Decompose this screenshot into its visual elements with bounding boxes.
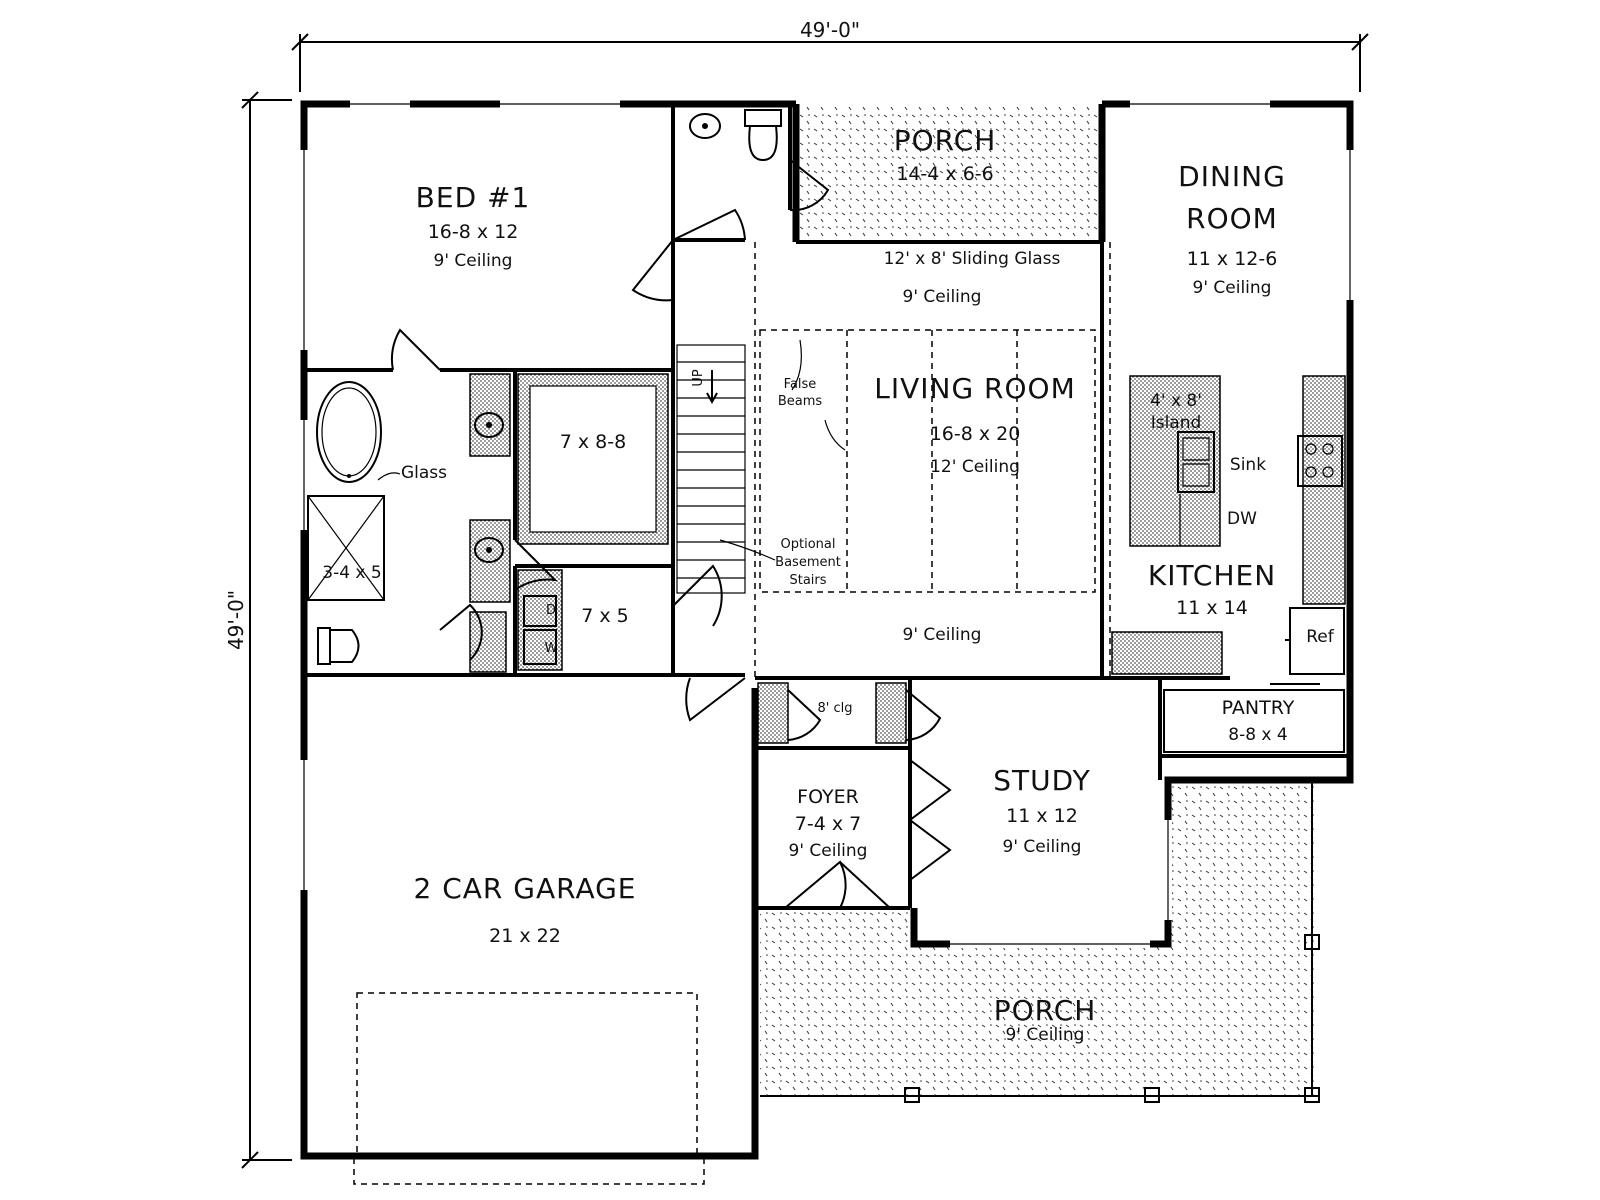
rear-porch-size: 14-4 x 6-6 <box>896 163 993 185</box>
depth-dimension: 49'-0" <box>224 590 248 650</box>
front-porch-area <box>760 782 1318 1096</box>
optional-stairs-1: Optional <box>781 537 836 552</box>
garage-name: 2 CAR GARAGE <box>414 872 637 905</box>
living-ceiling: 12' Ceiling <box>930 457 1020 477</box>
porch-posts <box>760 782 1320 1103</box>
dimension-lines <box>241 33 1369 1169</box>
bed1-ceiling: 9' Ceiling <box>434 251 513 271</box>
laundry-size: 7 x 5 <box>581 605 629 627</box>
foyer-size: 7-4 x 7 <box>795 813 861 835</box>
optional-stairs-3: Stairs <box>789 573 826 588</box>
dishwasher-label: DW <box>1227 509 1257 529</box>
kitchen-size: 11 x 14 <box>1176 597 1248 619</box>
door-swings <box>390 159 1320 909</box>
false-beams <box>759 329 1096 593</box>
living-name: LIVING ROOM <box>874 372 1076 405</box>
foyer-closet-left <box>757 682 789 744</box>
dining-name-line1: DINING <box>1178 160 1286 193</box>
garage-apron <box>353 1155 705 1185</box>
dryer-label: D <box>546 603 556 618</box>
island-label: Island <box>1151 413 1202 433</box>
bath-fixtures <box>307 373 511 673</box>
front-porch-name: PORCH <box>994 994 1097 1027</box>
kitchen-cabinets <box>1111 375 1346 753</box>
rear-porch-name: PORCH <box>894 124 997 157</box>
foyer-name: FOYER <box>797 786 859 808</box>
pantry-size: 8-8 x 4 <box>1228 725 1287 745</box>
dining-size: 11 x 12-6 <box>1187 248 1278 270</box>
optional-stairs-2: Basement <box>775 555 841 570</box>
interior-walls <box>304 104 1350 910</box>
closet-ceiling: 8' clg <box>818 701 853 716</box>
windows <box>300 100 1354 948</box>
laundry-appliances <box>517 569 563 671</box>
exterior-walls <box>300 100 1354 1160</box>
leader-lines <box>377 339 846 561</box>
living-ceiling-top: 9' Ceiling <box>903 287 982 307</box>
closet-inner <box>529 385 657 533</box>
shower-size: 3-4 x 5 <box>322 563 381 583</box>
island-size: 4' x 8' <box>1150 391 1202 411</box>
false-beams-label-2: Beams <box>778 394 823 409</box>
front-porch-ceiling: 9' Ceiling <box>1006 1025 1085 1045</box>
study-ceiling: 9' Ceiling <box>1003 837 1082 857</box>
width-dimension: 49'-0" <box>800 18 860 42</box>
bed1-name: BED #1 <box>416 181 531 214</box>
foyer-ceiling: 9' Ceiling <box>789 841 868 861</box>
foyer-closet-right <box>875 682 907 744</box>
dining-ceiling: 9' Ceiling <box>1193 278 1272 298</box>
sink-label: Sink <box>1230 455 1266 475</box>
basement-stairs <box>676 344 746 594</box>
false-beams-label-1: False <box>784 377 817 392</box>
ref-label: Ref <box>1306 627 1335 647</box>
garage-size: 21 x 22 <box>489 925 561 947</box>
dining-name-line2: ROOM <box>1186 202 1278 235</box>
garage-door-track <box>356 992 698 1157</box>
study-size: 11 x 12 <box>1006 805 1078 827</box>
living-size: 16-8 x 20 <box>930 423 1021 445</box>
washer-label: W <box>545 641 558 656</box>
sliding-glass-label: 12' x 8' Sliding Glass <box>884 249 1061 269</box>
study-name: STUDY <box>993 764 1091 797</box>
living-ceiling-bottom: 9' Ceiling <box>903 625 982 645</box>
powder-fixtures <box>689 109 782 162</box>
glass-label: Glass <box>401 463 447 483</box>
closet-size: 7 x 8-8 <box>560 431 626 453</box>
rear-porch-area <box>800 104 1100 242</box>
bed1-size: 16-8 x 12 <box>428 221 519 243</box>
pantry-name: PANTRY <box>1222 697 1295 719</box>
kitchen-name: KITCHEN <box>1148 559 1276 592</box>
stair-up-label: UP <box>691 369 706 387</box>
